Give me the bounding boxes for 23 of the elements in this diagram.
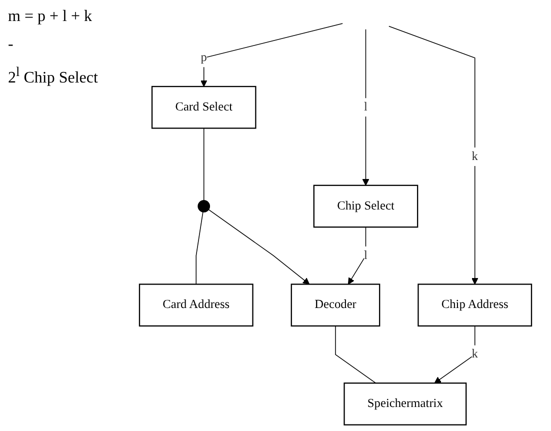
edge-label: k xyxy=(472,150,478,163)
edge-label: k xyxy=(472,348,478,361)
node-box: Speichermatrix xyxy=(344,382,467,426)
note-text: 2$^{l}$ Chip Select xyxy=(8,64,98,88)
node-box: Decoder xyxy=(290,284,380,327)
arrow xyxy=(434,326,476,384)
edge-label: l xyxy=(364,248,368,262)
connector xyxy=(196,212,204,285)
edge-label: p xyxy=(200,50,207,64)
edge-label: l xyxy=(364,100,368,114)
arrow xyxy=(200,23,343,87)
note-text: m = p + l + k xyxy=(8,8,92,26)
connector xyxy=(335,326,376,384)
connector xyxy=(203,128,204,201)
node-box: Chip Address xyxy=(418,284,532,327)
node-circle xyxy=(198,200,210,212)
arrow xyxy=(388,26,478,285)
node-box: Card Address xyxy=(138,284,254,327)
node-box: Chip Select xyxy=(313,184,418,228)
node-box: Card Select xyxy=(151,86,256,129)
note-text: - xyxy=(8,36,14,54)
arrow xyxy=(362,28,370,186)
arrow xyxy=(208,209,310,285)
